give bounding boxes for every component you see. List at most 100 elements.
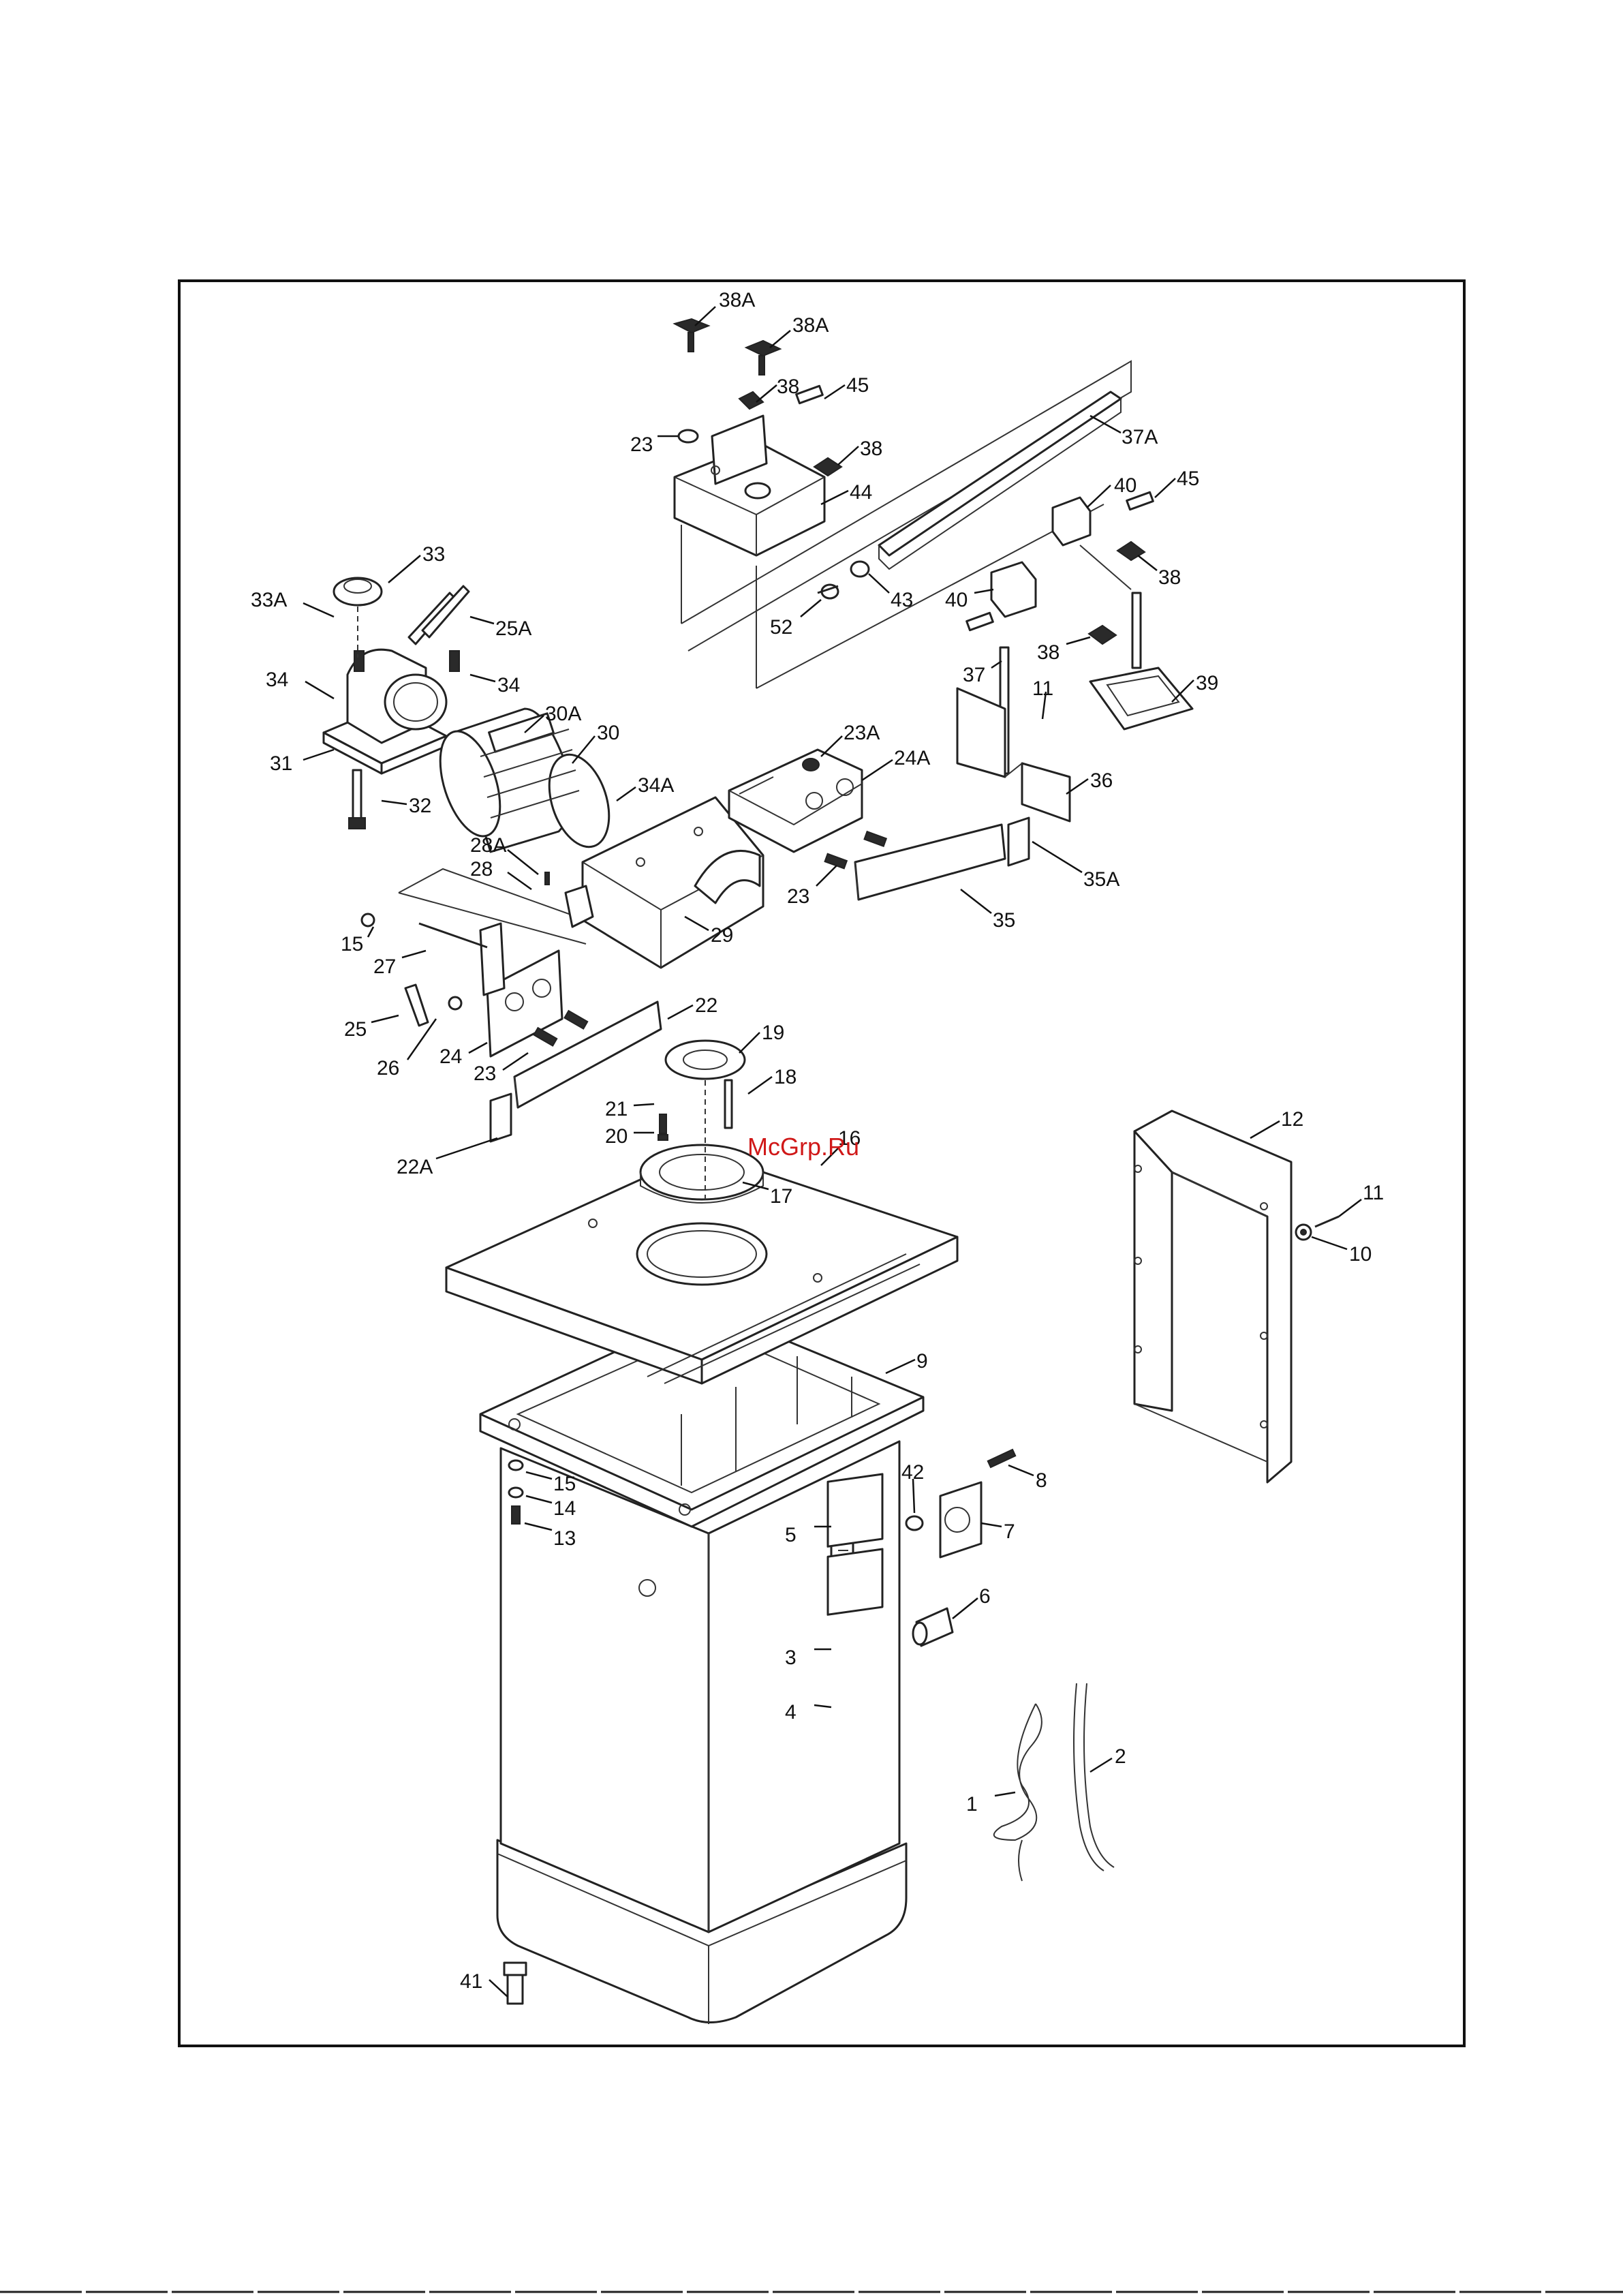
leader-line	[436, 1138, 497, 1159]
leader-line	[1066, 637, 1090, 644]
pad-45	[797, 386, 823, 403]
washer-23-top	[679, 430, 698, 442]
callout-c9: 9	[916, 1350, 928, 1373]
callout-c23_top: 23	[630, 433, 653, 456]
callout-c18: 18	[774, 1066, 797, 1088]
spindle-cover-29	[583, 797, 763, 968]
callout-c37: 37	[963, 664, 985, 686]
callout-c25a: 25A	[495, 617, 531, 640]
callout-c38_4: 38	[1037, 641, 1060, 664]
callout-c3: 3	[785, 1647, 797, 1669]
callout-c31: 31	[270, 752, 292, 775]
washer-15	[362, 914, 374, 926]
callout-c43: 43	[891, 589, 913, 611]
knob-33	[334, 578, 382, 605]
cabinet-base	[480, 1308, 923, 2024]
table-opening	[637, 1223, 767, 1285]
leader-line	[913, 1479, 914, 1513]
callout-c45_2: 45	[1177, 468, 1199, 490]
callout-c33a: 33A	[251, 589, 287, 611]
leader-line	[508, 872, 531, 889]
callout-c52: 52	[770, 616, 792, 639]
callout-c11_top: 11	[1032, 677, 1053, 700]
callout-c38a_2: 38A	[792, 314, 829, 337]
spec-label-4	[828, 1549, 882, 1614]
leader-line	[770, 331, 790, 348]
callout-c29: 29	[711, 924, 733, 947]
callout-c28: 28	[470, 858, 493, 881]
leader-line	[886, 1360, 915, 1373]
leader-line	[489, 1980, 508, 1997]
leader-line	[402, 951, 426, 958]
callout-c35a: 35A	[1083, 868, 1119, 891]
callout-c27: 27	[373, 955, 396, 978]
callout-c1: 1	[966, 1793, 978, 1816]
leader-line	[1090, 1758, 1112, 1772]
callout-c7: 7	[1004, 1520, 1015, 1543]
leader-line	[668, 1005, 693, 1019]
leader-line	[470, 675, 495, 682]
warning-label-3	[828, 1474, 882, 1546]
callout-c34a: 34A	[638, 774, 674, 797]
callout-c28a: 28A	[470, 834, 506, 857]
leader-line	[1087, 485, 1111, 508]
leader-line	[1155, 478, 1175, 498]
callout-c2: 2	[1115, 1745, 1126, 1768]
leader-line	[617, 787, 636, 801]
callout-c34_2: 34	[497, 674, 520, 697]
leader-line	[981, 1523, 1002, 1527]
callout-c40_1: 40	[1114, 474, 1137, 497]
callout-c44: 44	[850, 481, 872, 504]
callout-c40_2: 40	[945, 589, 968, 611]
leader-line	[801, 600, 821, 617]
callout-c35: 35	[993, 909, 1015, 932]
callout-c32: 32	[409, 795, 431, 817]
callout-c30: 30	[597, 722, 619, 744]
callout-c24a: 24A	[894, 747, 930, 769]
leader-line	[816, 866, 837, 886]
callout-c23_mid: 23	[787, 885, 809, 908]
leader-line	[303, 603, 334, 617]
callout-c11_side: 11	[1363, 1182, 1384, 1204]
adjustment-bracket	[362, 869, 593, 1056]
leader-line	[1138, 555, 1157, 570]
leader-line	[995, 1792, 1015, 1796]
callout-c37a: 37A	[1122, 426, 1158, 448]
leader-line	[303, 750, 334, 760]
callout-c23_low: 23	[474, 1062, 496, 1085]
callout-c15_low: 15	[553, 1473, 576, 1495]
callout-c5: 5	[785, 1524, 797, 1546]
fence-bracket-44	[675, 319, 841, 688]
callout-c8: 8	[1036, 1469, 1047, 1492]
callout-c15_top: 15	[341, 933, 363, 955]
leader-line	[368, 927, 373, 937]
leader-line	[838, 446, 859, 465]
leader-line	[756, 385, 777, 402]
table-insert-rings	[640, 1041, 763, 1203]
callout-c19: 19	[762, 1022, 784, 1044]
callout-c42: 42	[901, 1461, 924, 1484]
callout-c39: 39	[1196, 672, 1218, 694]
leader-line	[961, 889, 991, 913]
callout-c10: 10	[1349, 1243, 1372, 1266]
callout-c4: 4	[785, 1701, 797, 1724]
callout-c38_3: 38	[1158, 566, 1181, 589]
leader-line	[1008, 1465, 1034, 1475]
callout-c26: 26	[377, 1057, 399, 1080]
leader-line	[953, 1598, 978, 1619]
leader-line	[382, 801, 407, 804]
callout-c20: 20	[605, 1125, 628, 1148]
callout-c22: 22	[695, 994, 717, 1017]
callout-c25: 25	[344, 1018, 367, 1041]
callout-c45_1: 45	[846, 374, 869, 397]
leader-line	[469, 1043, 487, 1053]
callout-c23a: 23A	[844, 722, 880, 744]
callout-c30a: 30A	[545, 703, 581, 725]
leader-line	[1339, 1199, 1361, 1216]
callout-c34_1: 34	[266, 669, 288, 691]
watermark-text: McGrp.Ru	[747, 1133, 859, 1161]
leader-line	[503, 1053, 528, 1070]
leader-line	[508, 850, 538, 874]
leader-line	[748, 1077, 772, 1094]
leader-line	[1032, 842, 1082, 872]
